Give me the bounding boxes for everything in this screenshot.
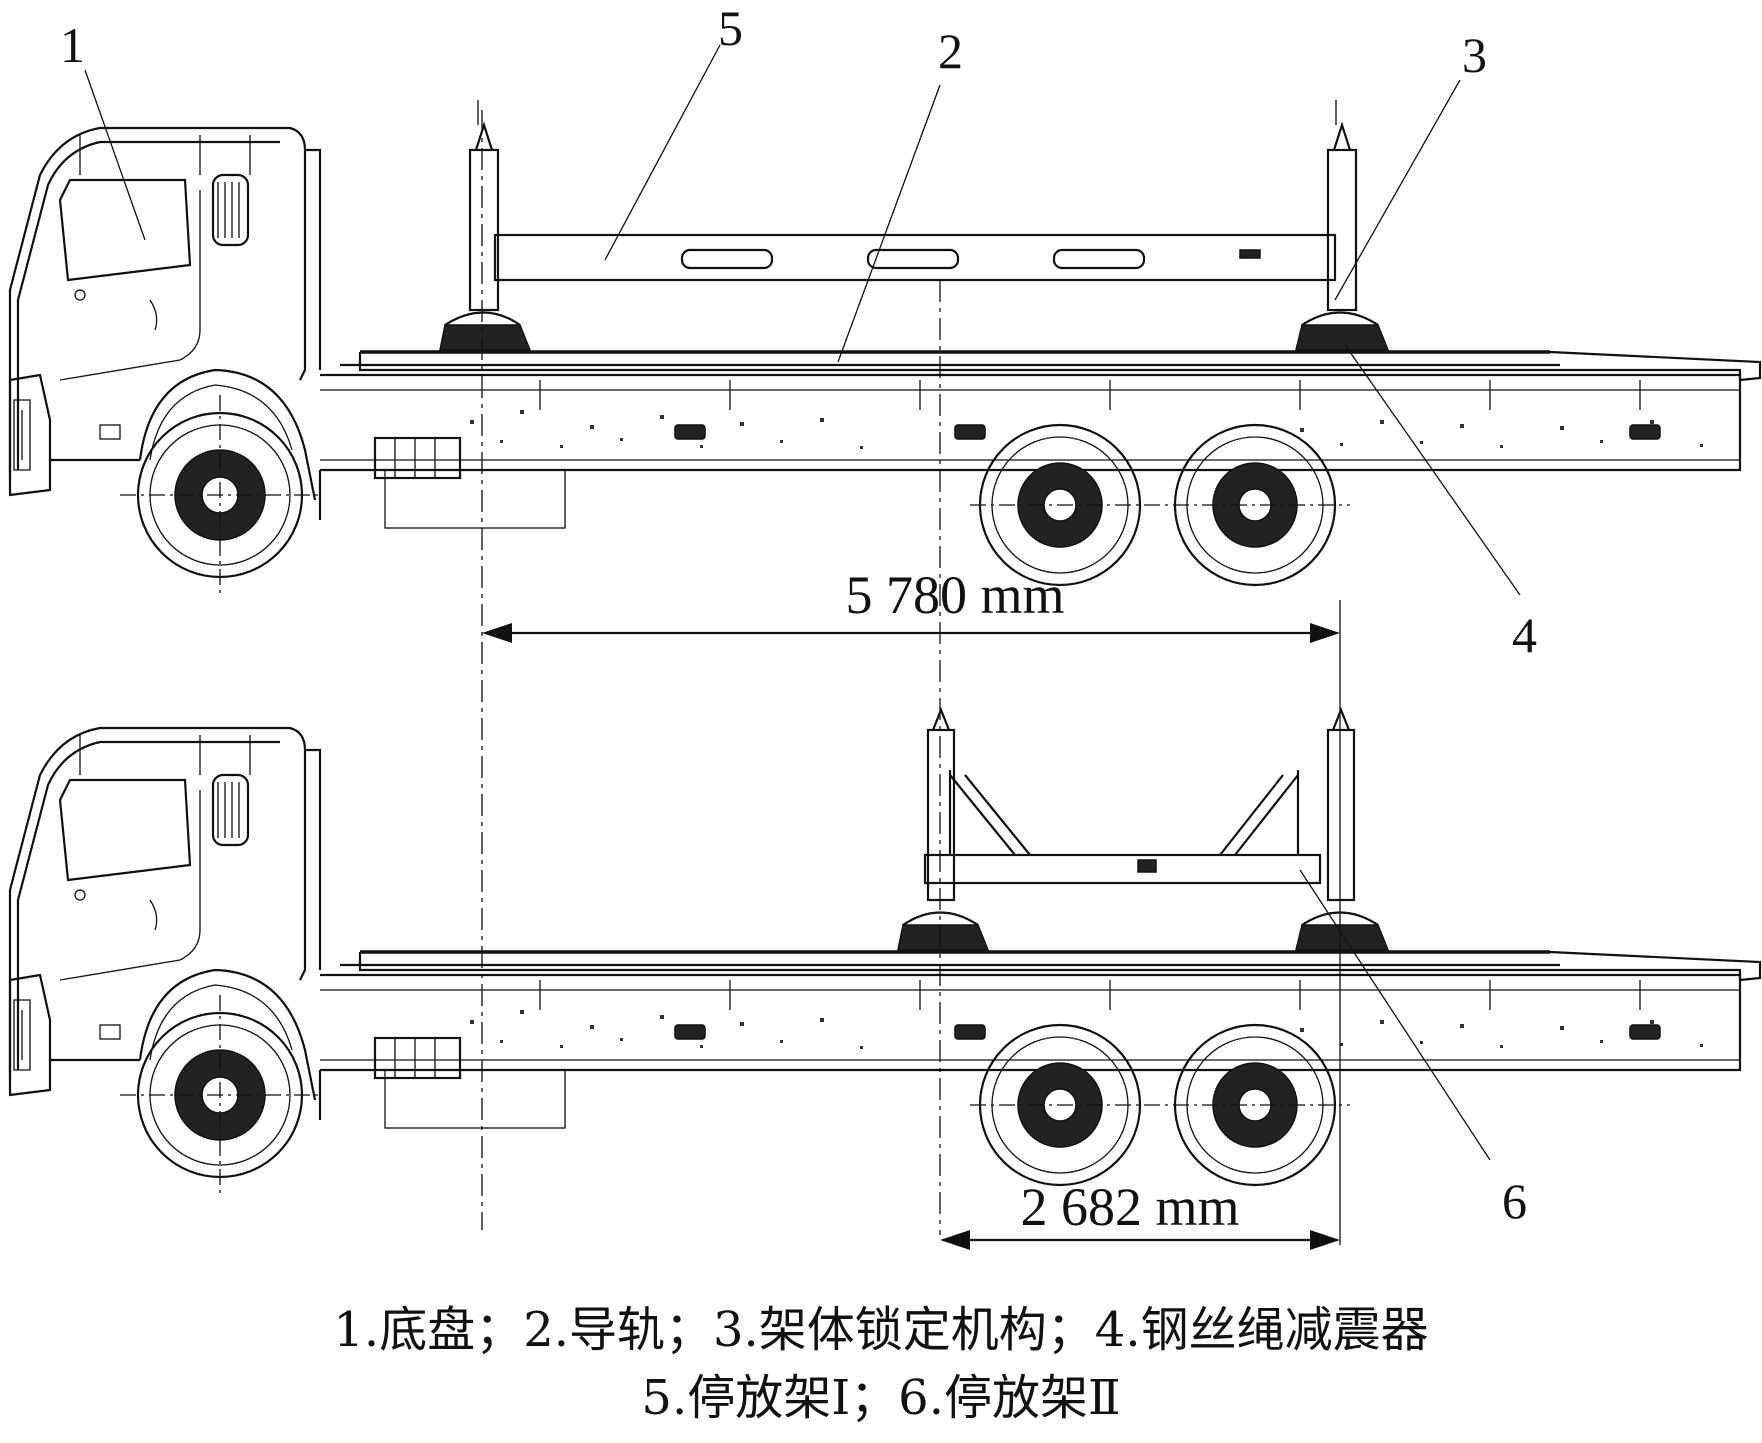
parking-rack-1	[468, 100, 1358, 312]
top-dampers	[439, 311, 1390, 351]
dimension-bottom-label: 2 682 mm	[1020, 1177, 1239, 1237]
callout-6: 6	[1502, 1173, 1527, 1229]
bottom-truck	[8, 726, 1762, 1197]
parking-rack-2	[897, 707, 1390, 951]
callout-1: 1	[60, 17, 85, 73]
callout-5: 5	[718, 0, 743, 56]
callout-3: 3	[1462, 27, 1487, 83]
caption-line-2: 5.停放架Ⅰ；6.停放架Ⅱ	[641, 1370, 1121, 1426]
top-truck	[8, 100, 1762, 597]
callout-2: 2	[938, 23, 963, 79]
leader-lines	[84, 44, 1521, 1161]
dimension-bottom: 2 682 mm	[940, 1177, 1340, 1250]
caption-line-1: 1.底盘；2.导轨；3.架体锁定机构；4.钢丝绳减震器	[333, 1302, 1429, 1358]
figure-caption: 1.底盘；2.导轨；3.架体锁定机构；4.钢丝绳减震器 5.停放架Ⅰ；6.停放架…	[0, 1296, 1762, 1432]
dimension-top-label: 5 780 mm	[845, 565, 1064, 625]
callout-4: 4	[1512, 607, 1537, 663]
dimension-top: 5 780 mm	[482, 565, 1340, 643]
